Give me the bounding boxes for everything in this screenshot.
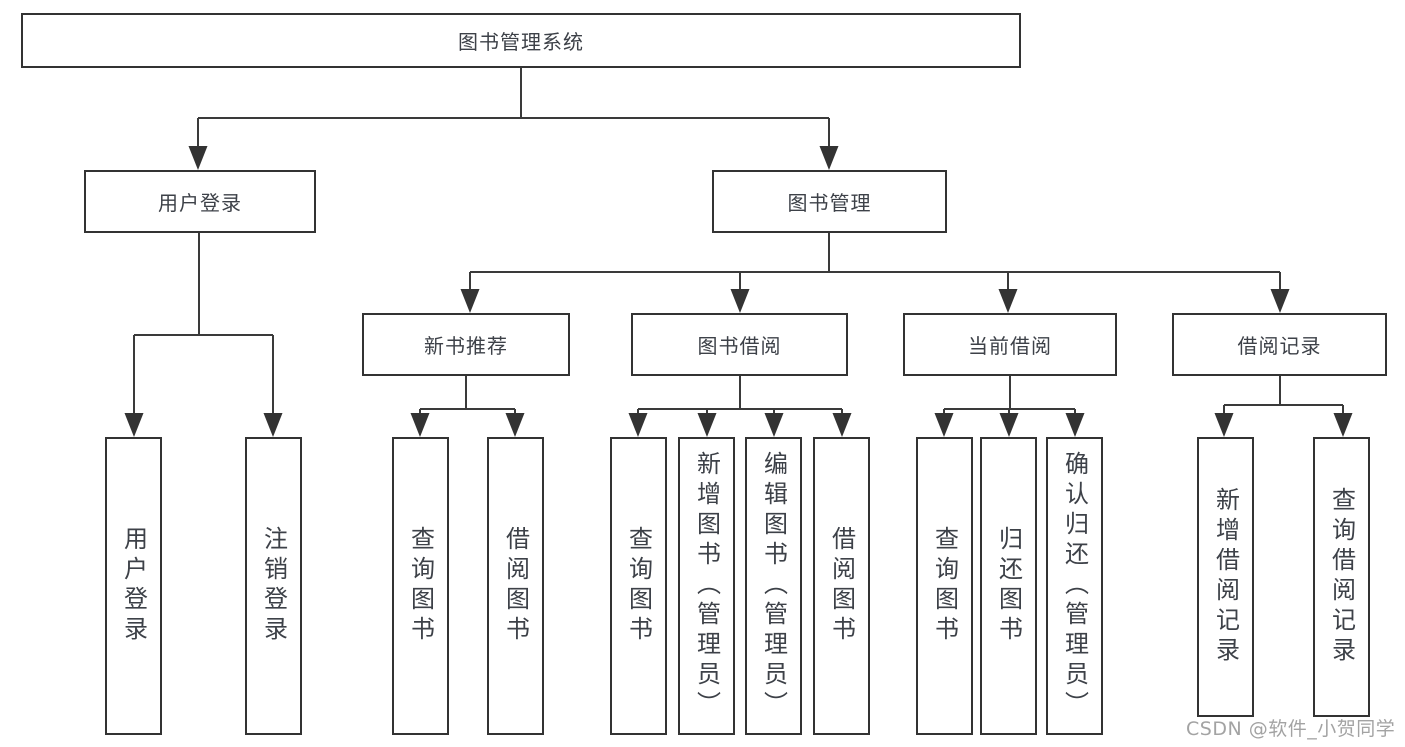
- node-query-borrow-record-label: 查询借阅记录: [1327, 487, 1356, 667]
- node-add-borrow-record-label: 新增借阅记录: [1211, 487, 1240, 667]
- connector-user-login-arrows: [124, 413, 283, 437]
- connector-borrowing-records-to-children: [1223, 376, 1344, 415]
- node-return-books-label: 归还图书: [994, 526, 1023, 646]
- node-logout-leaf-label: 注销登录: [259, 526, 288, 646]
- connector-current-borrowing-arrows: [934, 413, 1085, 437]
- node-query-books-newbook: 查询图书: [392, 437, 449, 735]
- node-book-management: 图书管理: [712, 170, 947, 233]
- node-add-books-admin-label: 新增图书（管理员）: [692, 451, 721, 721]
- connector-book-borrowing-arrows: [628, 413, 852, 437]
- node-borrow-books-newbook-label: 借阅图书: [501, 526, 530, 646]
- node-query-books-borrowing: 查询图书: [610, 437, 667, 735]
- node-confirm-return-admin-label: 确认归还（管理员）: [1060, 451, 1089, 721]
- node-user-login: 用户登录: [84, 170, 316, 233]
- node-user-login-leaf-label: 用户登录: [119, 526, 148, 646]
- connector-book-management-arrows: [460, 289, 1290, 313]
- connector-new-book-rec-to-children: [419, 376, 516, 415]
- node-current-borrowing: 当前借阅: [903, 313, 1117, 376]
- node-borrow-books-newbook: 借阅图书: [487, 437, 544, 735]
- node-return-books: 归还图书: [980, 437, 1037, 735]
- node-new-book-recommendation: 新书推荐: [362, 313, 570, 376]
- node-borrow-books-borrowing: 借阅图书: [813, 437, 870, 735]
- node-borrowing-records: 借阅记录: [1172, 313, 1387, 376]
- node-query-books-current-label: 查询图书: [930, 526, 959, 646]
- node-add-borrow-record: 新增借阅记录: [1197, 437, 1254, 717]
- node-book-borrowing: 图书借阅: [631, 313, 848, 376]
- node-logout-leaf: 注销登录: [245, 437, 302, 735]
- connector-root-to-level2-arrows: [188, 146, 839, 170]
- node-query-books-borrowing-label: 查询图书: [624, 526, 653, 646]
- connector-borrowing-records-arrows: [1214, 413, 1353, 437]
- csdn-watermark: CSDN @软件_小贺同学: [1186, 718, 1396, 740]
- node-add-books-admin: 新增图书（管理员）: [678, 437, 735, 735]
- node-query-books-current: 查询图书: [916, 437, 973, 735]
- node-edit-books-admin-label: 编辑图书（管理员）: [759, 451, 788, 721]
- connector-current-borrowing-to-children: [943, 376, 1076, 415]
- connector-root-to-level2: [197, 68, 830, 148]
- node-edit-books-admin: 编辑图书（管理员）: [745, 437, 802, 735]
- connector-book-borrowing-to-children: [637, 376, 843, 415]
- connector-user-login-to-children: [133, 233, 274, 415]
- node-query-books-newbook-label: 查询图书: [406, 526, 435, 646]
- connector-book-management-to-level3: [469, 233, 1281, 291]
- node-library-management-system: 图书管理系统: [21, 13, 1021, 68]
- node-confirm-return-admin: 确认归还（管理员）: [1046, 437, 1103, 735]
- connector-new-book-rec-arrows: [410, 413, 525, 437]
- node-borrow-books-borrowing-label: 借阅图书: [827, 526, 856, 646]
- node-user-login-leaf: 用户登录: [105, 437, 162, 735]
- node-query-borrow-record: 查询借阅记录: [1313, 437, 1370, 717]
